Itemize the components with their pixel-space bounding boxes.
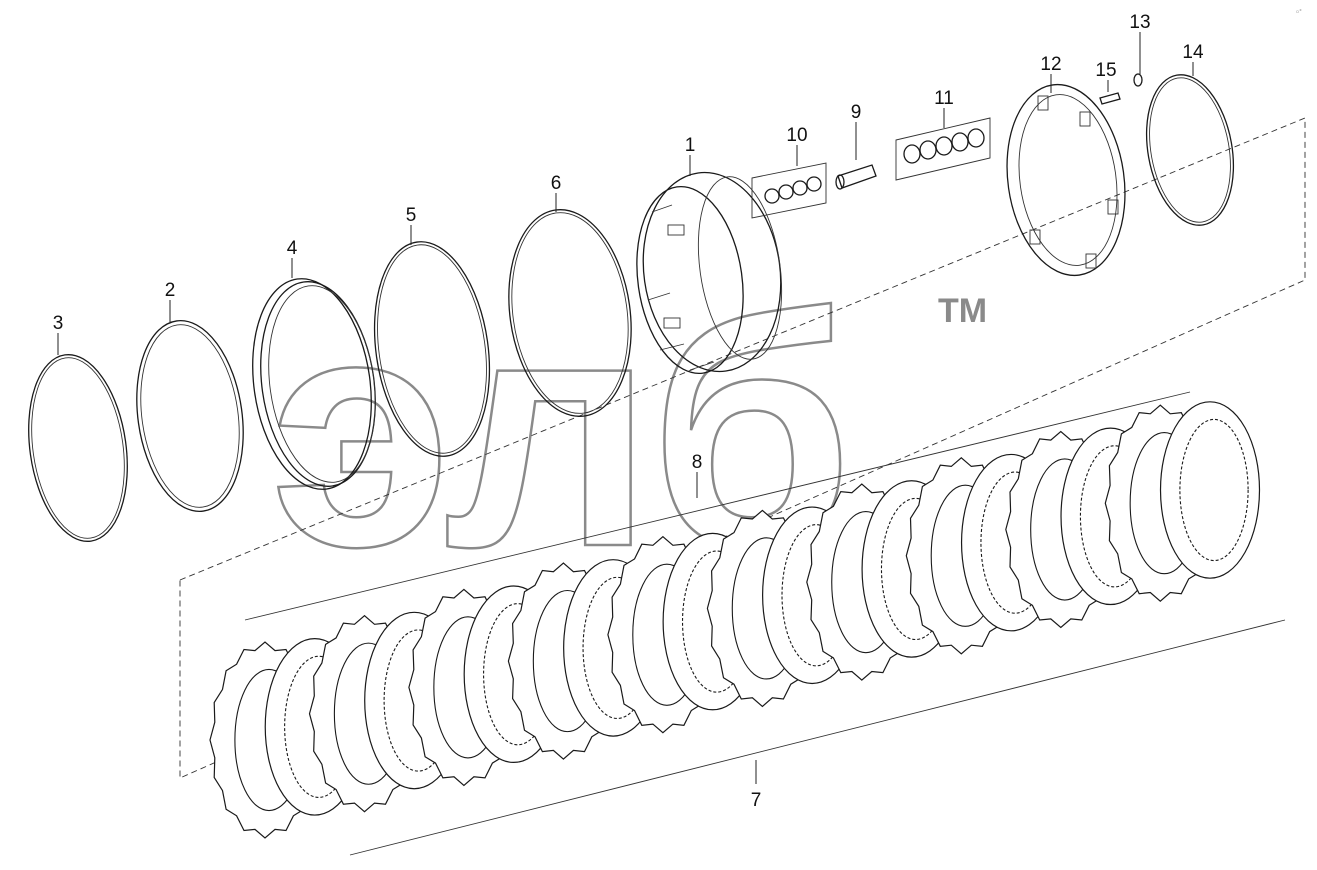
callout-8: 8 bbox=[692, 452, 703, 473]
callouts: 3 2 4 5 6 1 10 9 11 12 15 13 14 8 7 bbox=[53, 12, 1204, 811]
friction-disc bbox=[1159, 401, 1261, 579]
clutch-disc-stack bbox=[209, 391, 1286, 856]
disc-outer-edge bbox=[1159, 401, 1261, 579]
callout-2: 2 bbox=[165, 280, 176, 301]
part-9-pin bbox=[835, 164, 877, 190]
part-15-dowel-pin bbox=[1099, 92, 1121, 105]
callout-12: 12 bbox=[1040, 54, 1061, 75]
callout-3: 3 bbox=[53, 313, 64, 334]
part-3-seal-ring bbox=[28, 354, 128, 542]
corner-code: ▫° bbox=[1296, 9, 1302, 15]
callout-13: 13 bbox=[1129, 12, 1150, 33]
callout-15: 15 bbox=[1095, 60, 1116, 81]
assembly-axis-lines bbox=[179, 117, 1306, 779]
callout-14: 14 bbox=[1182, 42, 1204, 63]
callout-4: 4 bbox=[287, 238, 298, 259]
leader-lines bbox=[57, 32, 1194, 784]
part-10-snap-rings bbox=[751, 162, 827, 219]
part-14-snap-ring bbox=[1145, 74, 1235, 226]
disc-inner-edge bbox=[1179, 418, 1249, 562]
disc-group-brackets bbox=[244, 391, 1286, 856]
callout-6: 6 bbox=[551, 173, 562, 194]
watermark-logo: элб TM bbox=[269, 245, 987, 617]
part-13-small-o-ring bbox=[1133, 73, 1143, 87]
callout-10: 10 bbox=[786, 125, 807, 146]
watermark-trademark: TM bbox=[938, 292, 987, 330]
callout-5: 5 bbox=[406, 205, 417, 226]
callout-7: 7 bbox=[751, 790, 762, 811]
callout-1: 1 bbox=[685, 135, 696, 156]
callout-9: 9 bbox=[851, 102, 862, 123]
part-11-washers bbox=[895, 117, 991, 181]
callout-11: 11 bbox=[934, 88, 954, 109]
part-2-seal-ring bbox=[136, 320, 244, 512]
part-1-clutch-piston bbox=[636, 171, 783, 375]
part-4-piston-ring bbox=[252, 278, 376, 490]
part-12-retainer-plate bbox=[1006, 83, 1126, 277]
part-5-seal-ring bbox=[373, 241, 491, 457]
